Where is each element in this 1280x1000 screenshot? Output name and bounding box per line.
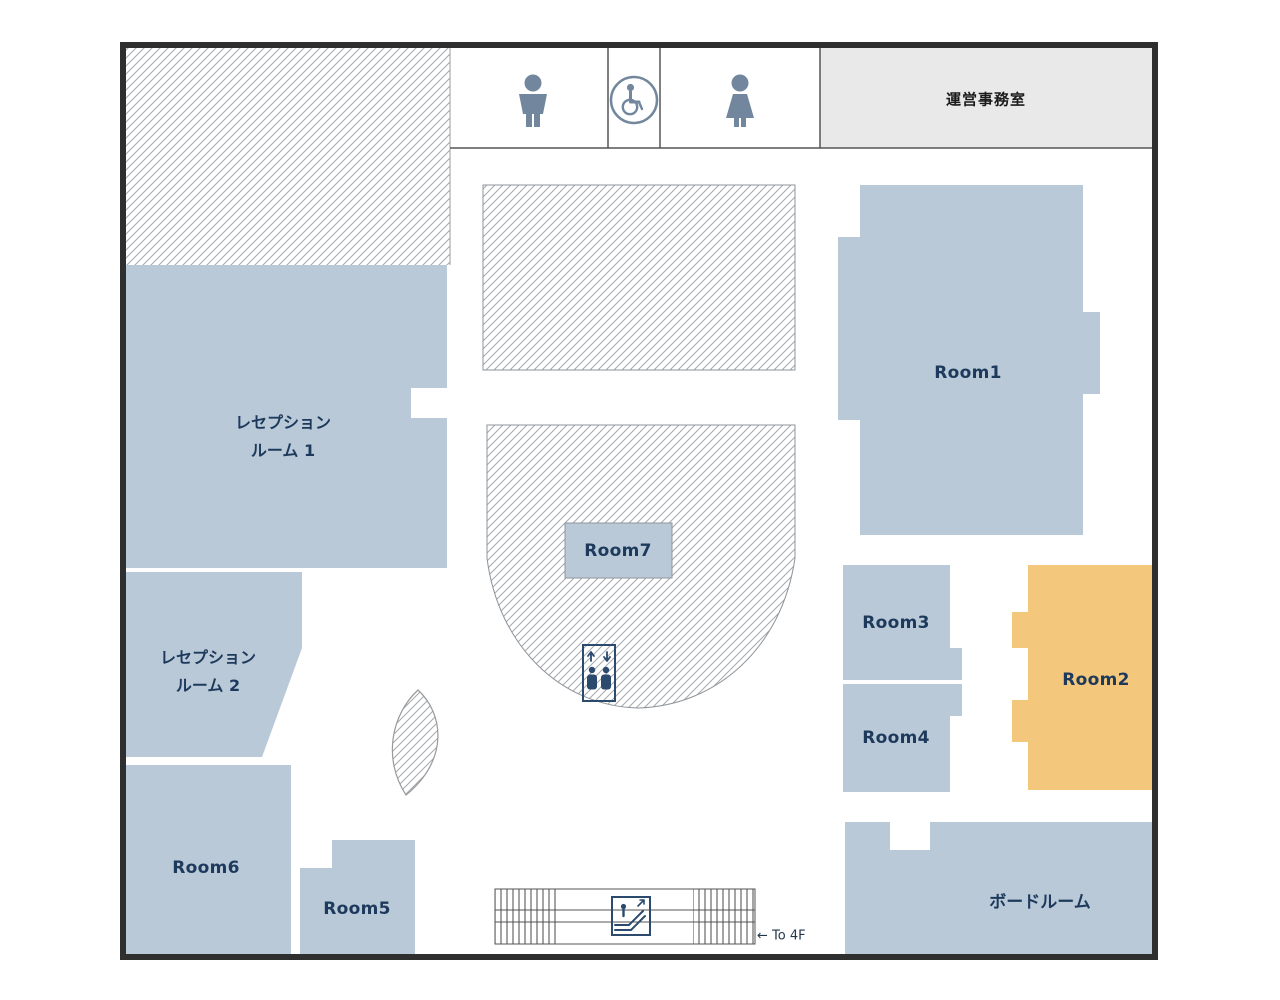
- room2-shape: [1012, 565, 1153, 790]
- room1-label: Room1: [934, 363, 1002, 383]
- mens-restroom-icon: [519, 74, 547, 127]
- boardroom-shape: [845, 822, 1153, 957]
- room3-shape: [843, 565, 962, 680]
- room7-label: Room7: [584, 541, 652, 561]
- elevator-icon: [582, 644, 616, 702]
- room6-shape: [125, 765, 291, 957]
- accessible-restroom-icon: [609, 75, 659, 125]
- operations-office-label: 運営事務室: [945, 90, 1027, 109]
- reception-room-1-label-line1: レセプション: [234, 413, 332, 432]
- plant-leaf-icon: [391, 689, 439, 796]
- womens-restroom-icon: [726, 74, 754, 127]
- room4-shape: [843, 684, 962, 792]
- to-4f-note: ← To 4F: [757, 928, 806, 944]
- room7-shape: [564, 522, 673, 579]
- hatched-area-center: [482, 184, 796, 371]
- reception-room-2-shape: [125, 572, 302, 757]
- reception-room-1-label: レセプション ルーム 1: [235, 409, 331, 465]
- boardroom-label: ボードルーム: [989, 892, 1091, 913]
- room5-shape: [300, 840, 415, 957]
- outer-wall: [120, 42, 1158, 960]
- hatched-area-top-left: [125, 47, 450, 265]
- reception-room-2-label: レセプション ルーム 2: [160, 644, 256, 700]
- room1-shape: [838, 185, 1100, 535]
- room6-label: Room6: [172, 858, 240, 878]
- room5-label: Room5: [323, 899, 391, 919]
- reception-room-2-label-line2: ルーム 2: [175, 676, 241, 695]
- room3-label: Room3: [862, 613, 930, 633]
- reception-room-1-label-line2: ルーム 1: [250, 441, 316, 460]
- room2-label: Room2: [1062, 670, 1130, 690]
- escalator-icon: [494, 888, 756, 945]
- room4-label: Room4: [862, 728, 930, 748]
- reception-room-2-label-line1: レセプション: [159, 648, 257, 667]
- reception-room-1-shape: [125, 265, 447, 568]
